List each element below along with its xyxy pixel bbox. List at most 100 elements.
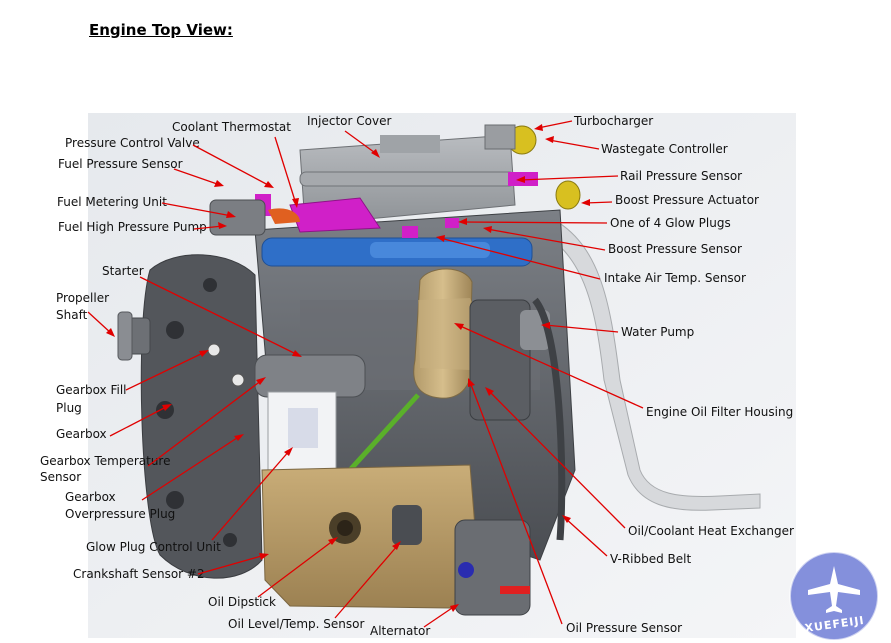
leader-oil-coolant-heat-exchanger (487, 389, 626, 529)
arrowhead-glow-plugs (458, 218, 467, 225)
arrowhead-fuel-pressure-sensor (214, 180, 224, 187)
callout-coolant-thermostat: Coolant Thermostat (172, 120, 299, 208)
leader-oil-pressure-sensor (469, 381, 563, 625)
label-oil-dipstick: Oil Dipstick (208, 595, 276, 609)
arrowhead-rail-pressure-sensor (516, 176, 525, 183)
leader-intake-air-temp-sensor (439, 237, 601, 280)
label-propeller-shaft-line1: Propeller (56, 291, 109, 305)
arrowhead-boost-pressure-sensor (483, 226, 492, 233)
callout-oil-coolant-heat-exchanger: Oil/Coolant Heat Exchanger (485, 387, 794, 538)
label-gearbox-fill-plug-line2: Plug (56, 401, 82, 415)
arrowhead-oil-coolant-heat-exchanger (485, 387, 494, 396)
callout-fuel-pressure-sensor: Fuel Pressure Sensor (58, 157, 224, 187)
callout-glow-plugs: One of 4 Glow Plugs (458, 216, 731, 230)
label-fuel-metering-unit: Fuel Metering Unit (57, 195, 167, 209)
label-boost-pressure-actuator: Boost Pressure Actuator (615, 193, 759, 207)
leader-starter (139, 276, 299, 356)
callout-oil-dipstick: Oil Dipstick (208, 537, 338, 609)
label-gearbox-temperature-sensor-line1: Gearbox Temperature (40, 454, 171, 468)
label-gearbox-overpressure-plug-line2: Overpressure Plug (65, 507, 175, 521)
arrowhead-injector-cover (371, 149, 380, 158)
arrowhead-oil-level-temp-sensor (392, 541, 401, 550)
callout-starter: Starter (102, 264, 302, 357)
arrowhead-water-pump (541, 322, 550, 329)
arrowhead-intake-air-temp-sensor (436, 235, 445, 242)
label-glow-plug-control-unit: Glow Plug Control Unit (86, 540, 221, 554)
arrowhead-propeller-shaft (106, 328, 115, 337)
label-water-pump: Water Pump (621, 325, 694, 339)
arrowhead-crankshaft-sensor (259, 553, 269, 560)
label-turbocharger: Turbocharger (573, 114, 653, 128)
callout-pressure-control-valve: Pressure Control Valve (65, 136, 274, 188)
callout-alternator: Alternator (370, 604, 459, 638)
callout-intake-air-temp-sensor: Intake Air Temp. Sensor (436, 235, 746, 285)
arrowhead-gearbox (162, 404, 172, 411)
callout-gearbox-fill-plug: Gearbox Fill Plug (56, 350, 209, 415)
label-oil-pressure-sensor: Oil Pressure Sensor (566, 621, 682, 635)
label-v-ribbed-belt: V-Ribbed Belt (610, 552, 692, 566)
arrowhead-glow-plug-control-unit (284, 447, 293, 456)
label-oil-coolant-heat-exchanger: Oil/Coolant Heat Exchanger (628, 524, 794, 538)
leader-v-ribbed-belt (564, 517, 608, 557)
callout-glow-plug-control-unit: Glow Plug Control Unit (86, 447, 293, 554)
label-coolant-thermostat: Coolant Thermostat (172, 120, 291, 134)
leader-oil-level-temp-sensor (334, 544, 399, 619)
callout-propeller-shaft: Propeller Shaft (56, 291, 115, 337)
leader-alternator (423, 605, 456, 628)
leader-glow-plugs (461, 221, 608, 224)
callout-wastegate-controller: Wastegate Controller (545, 136, 728, 156)
arrowhead-alternator (450, 604, 459, 612)
label-gearbox-fill-plug-line1: Gearbox Fill (56, 383, 127, 397)
label-gearbox-temperature-sensor-line2: Sensor (40, 470, 81, 484)
callout-fuel-high-pressure-pump: Fuel High Pressure Pump (58, 220, 227, 234)
label-intake-air-temp-sensor: Intake Air Temp. Sensor (604, 271, 746, 285)
leader-water-pump (544, 324, 619, 333)
leader-fuel-pressure-sensor (173, 168, 221, 186)
callout-gearbox: Gearbox (56, 404, 172, 441)
callout-water-pump: Water Pump (541, 322, 694, 339)
callout-oil-level-temp-sensor: Oil Level/Temp. Sensor (228, 541, 401, 631)
arrowhead-wastegate-controller (545, 136, 554, 143)
leader-fuel-high-pressure-pump (193, 225, 224, 230)
label-alternator: Alternator (370, 624, 430, 638)
leader-engine-oil-filter-housing (457, 324, 644, 409)
leader-glow-plug-control-unit (211, 449, 291, 541)
callout-turbocharger: Turbocharger (534, 114, 653, 131)
leader-injector-cover (344, 130, 379, 156)
watermark-logo: XUEFEIJI (789, 551, 879, 641)
arrowhead-engine-oil-filter-housing (454, 323, 464, 330)
label-glow-plugs: One of 4 Glow Plugs (610, 216, 731, 230)
callout-oil-pressure-sensor: Oil Pressure Sensor (468, 378, 682, 635)
leader-pressure-control-valve (192, 144, 271, 187)
arrowhead-v-ribbed-belt (562, 515, 571, 523)
arrowhead-starter (292, 350, 302, 357)
label-propeller-shaft-line2: Shaft (56, 308, 88, 322)
arrowhead-oil-pressure-sensor (468, 378, 475, 387)
label-starter: Starter (102, 264, 144, 278)
leader-propeller-shaft (87, 311, 113, 335)
arrowhead-oil-dipstick (328, 537, 338, 545)
callout-gearbox-overpressure-plug: Gearbox Overpressure Plug (65, 434, 244, 521)
leader-gearbox-temperature-sensor (147, 379, 263, 467)
arrowhead-pressure-control-valve (264, 181, 274, 188)
arrowhead-gearbox-overpressure-plug (234, 434, 244, 441)
engine-illustration (117, 124, 761, 616)
leader-rail-pressure-sensor (519, 175, 619, 181)
arrowhead-turbocharger (534, 124, 543, 131)
leader-turbocharger (537, 120, 573, 129)
arrowhead-fuel-high-pressure-pump (218, 222, 227, 229)
leader-coolant-thermostat (274, 136, 297, 205)
callout-boost-pressure-sensor: Boost Pressure Sensor (483, 226, 742, 256)
label-rail-pressure-sensor: Rail Pressure Sensor (620, 169, 742, 183)
leader-wastegate-controller (548, 139, 600, 150)
arrowhead-boost-pressure-actuator (581, 199, 590, 206)
callout-injector-cover: Injector Cover (307, 114, 391, 158)
callout-rail-pressure-sensor: Rail Pressure Sensor (516, 169, 742, 183)
arrowhead-fuel-metering-unit (226, 211, 236, 218)
callout-v-ribbed-belt: V-Ribbed Belt (562, 515, 692, 566)
airplane-icon (808, 566, 860, 613)
leader-boost-pressure-sensor (486, 228, 606, 251)
leader-gearbox-fill-plug (125, 351, 206, 391)
label-fuel-high-pressure-pump: Fuel High Pressure Pump (58, 220, 207, 234)
